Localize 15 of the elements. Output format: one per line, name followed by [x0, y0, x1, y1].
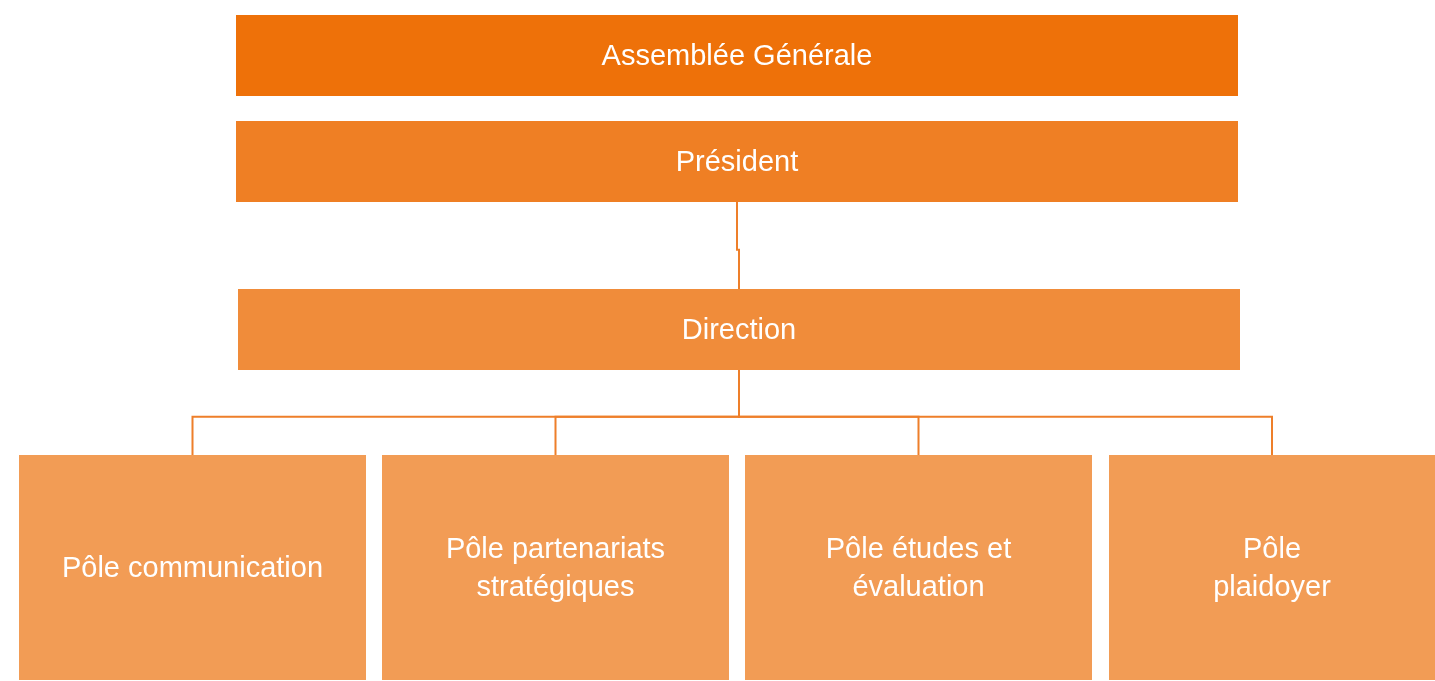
org-box [238, 289, 1240, 370]
connector-line [736, 201, 740, 290]
box-label: Pôle plaidoyer [1212, 530, 1332, 604]
box-label: Pôle études et évaluation [824, 530, 1013, 604]
org-box [1109, 455, 1435, 680]
box-label: Direction [681, 311, 797, 347]
box-label: Président [675, 143, 799, 179]
org-box [236, 15, 1238, 96]
box-label: Assemblée Générale [601, 37, 873, 73]
org-box [382, 455, 729, 680]
box-label: Pôle partenariats stratégiques [444, 530, 667, 604]
org-box [19, 455, 366, 680]
org-box [745, 455, 1092, 680]
org-box [236, 121, 1238, 202]
box-label: Pôle communication [61, 549, 324, 585]
